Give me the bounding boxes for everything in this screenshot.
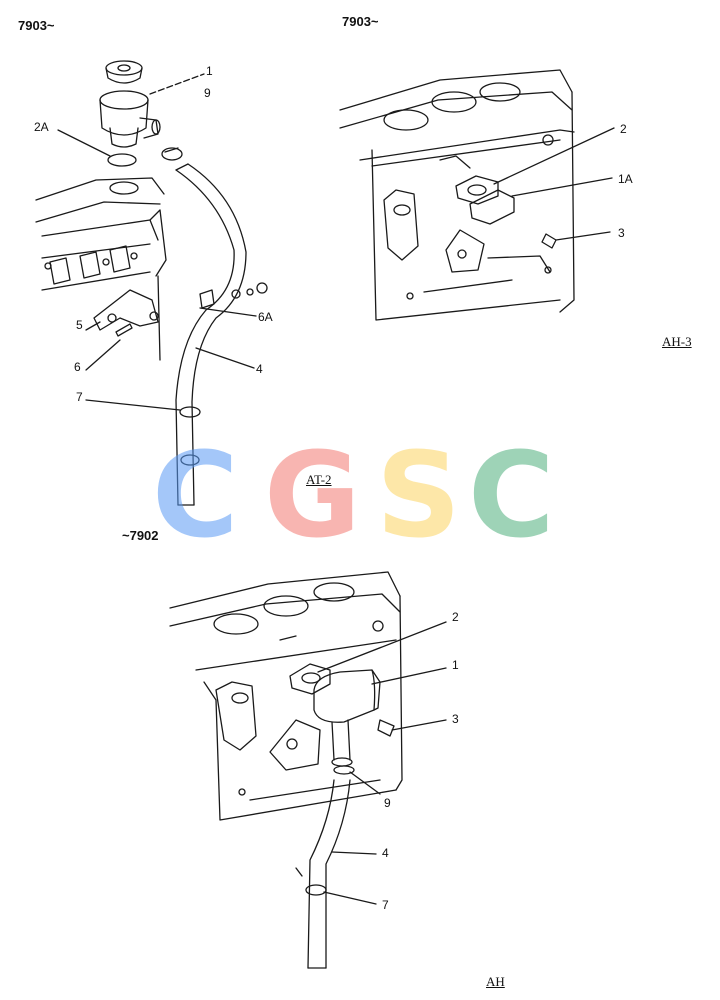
callout-tr-1a: 1A [618, 172, 633, 186]
callout-tr-3: 3 [618, 226, 625, 240]
watermark-letter-c1: C [152, 426, 239, 564]
engine-block-ah3 [339, 69, 575, 321]
cover-plate-1a [469, 189, 515, 225]
clamp-7 [179, 406, 201, 418]
caption-ah: AH [486, 974, 505, 989]
filler-cap-assembly [99, 60, 161, 148]
caption-at-2: AT-2 [306, 472, 332, 487]
gasket-2 [455, 175, 499, 205]
callout-b-2: 2 [452, 610, 459, 624]
callout-tl-2a: 2A [34, 120, 49, 134]
o-ring-2a [107, 153, 137, 167]
serial-lower: ~7902 [122, 528, 159, 543]
callout-tl-9: 9 [204, 86, 211, 100]
callout-tl-6: 6 [74, 360, 81, 374]
callout-b-3: 3 [452, 712, 459, 726]
callout-tr-2: 2 [620, 122, 627, 136]
caption-ah-3: AH-3 [662, 334, 692, 349]
callout-b-4: 4 [382, 846, 389, 860]
engine-block-ah [169, 571, 403, 821]
callout-tl-6a: 6A [258, 310, 273, 324]
callout-b-1: 1 [452, 658, 459, 672]
clamp-lower [180, 454, 200, 466]
watermark-letter-c2: C [468, 426, 555, 564]
callout-tl-7: 7 [76, 390, 83, 404]
serial-top-right: 7903~ [342, 14, 379, 29]
callout-b-9: 9 [384, 796, 391, 810]
breather-1 [313, 669, 376, 723]
gasket-2-bottom [289, 663, 331, 695]
watermark-letter-g: G [264, 426, 361, 564]
watermark-letter-s: S [376, 426, 461, 564]
callout-tl-4: 4 [256, 362, 263, 376]
tube-clamp-top [161, 147, 183, 161]
callout-tl-1: 1 [206, 64, 213, 78]
callout-tl-5: 5 [76, 318, 83, 332]
cylinder-head-partial [35, 177, 167, 361]
callout-b-7: 7 [382, 898, 389, 912]
serial-top-left: 7903~ [18, 18, 55, 33]
